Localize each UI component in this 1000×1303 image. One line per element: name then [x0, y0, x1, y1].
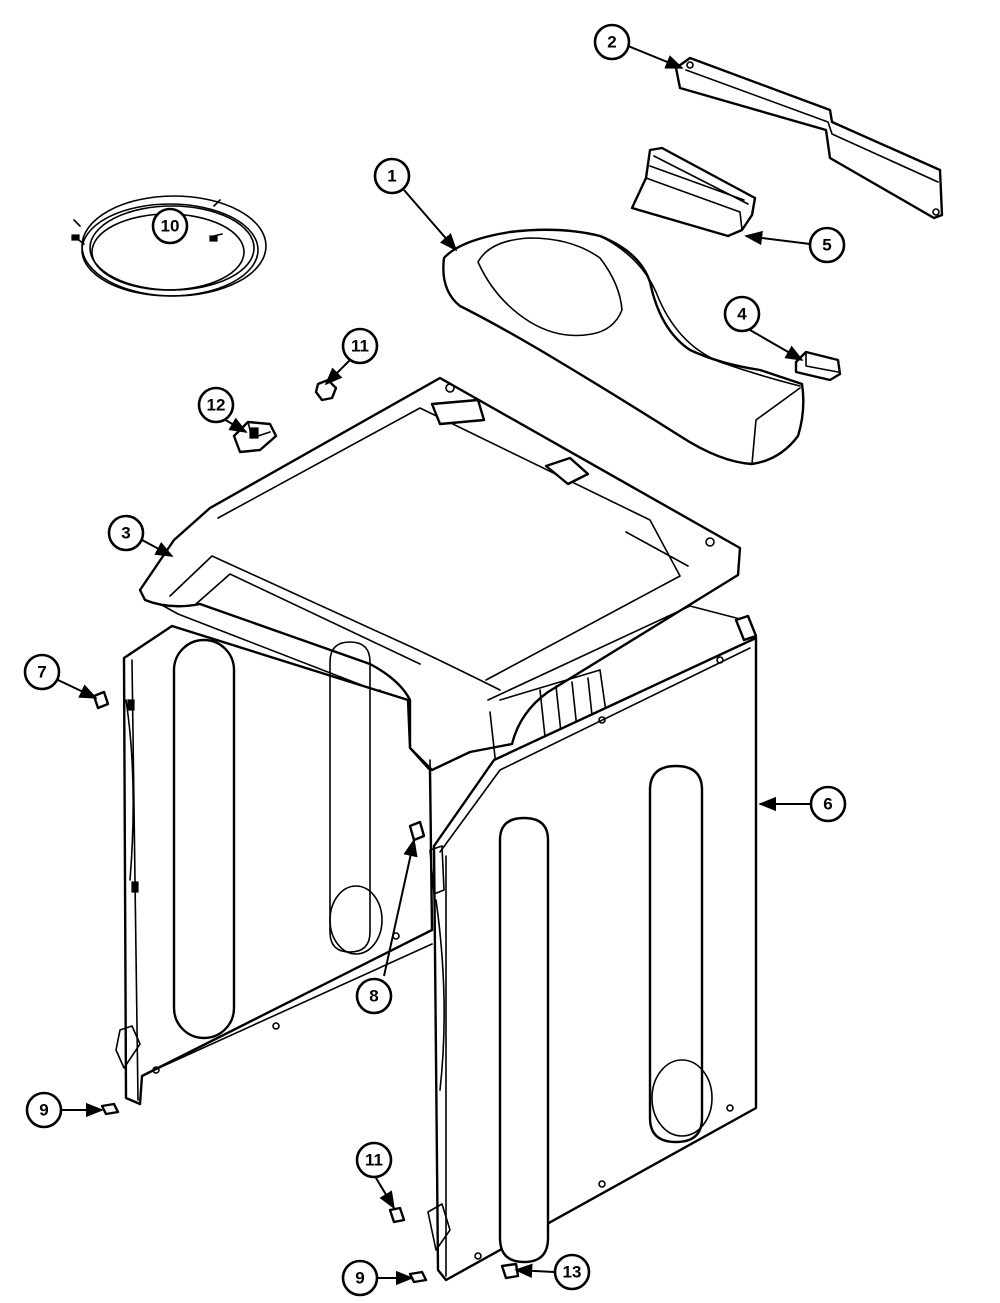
- callout-1-label: 1: [387, 167, 396, 186]
- callout-10-label: 10: [161, 217, 180, 236]
- callout-7-label: 7: [37, 663, 46, 682]
- callout-9a: 9: [25, 1091, 63, 1129]
- callout-11a-label: 11: [351, 337, 369, 356]
- callout-5-label: 5: [822, 236, 831, 255]
- part-clip-8: [408, 820, 426, 842]
- part-lid-switch: [232, 420, 278, 454]
- callout-8: 8: [355, 977, 393, 1015]
- part-screw-9b: [408, 1270, 428, 1284]
- callout-2-label: 2: [607, 33, 616, 52]
- callout-4: 4: [723, 295, 761, 333]
- callout-13: 13: [553, 1253, 591, 1291]
- callout-11a: 11: [341, 327, 379, 365]
- callout-9a-label: 9: [39, 1101, 48, 1120]
- part-clip-11b: [388, 1206, 406, 1224]
- part-bracket-7: [92, 690, 110, 710]
- callout-6: 6: [809, 785, 847, 823]
- callout-10: 10: [151, 207, 189, 245]
- part-right-side-panel: [427, 614, 758, 1282]
- callout-11b-label: 11: [365, 1151, 383, 1170]
- callout-12: 12: [197, 386, 235, 424]
- part-rear-bracket: [674, 56, 944, 220]
- callout-7: 7: [23, 653, 61, 691]
- leader-lines: [57, 45, 812, 1286]
- callout-8-label: 8: [369, 987, 378, 1006]
- callout-13-label: 13: [563, 1263, 582, 1282]
- callout-9b-label: 9: [355, 1269, 364, 1288]
- callout-3-label: 3: [121, 524, 130, 543]
- callout-5: 5: [808, 226, 846, 264]
- callout-12-label: 12: [207, 396, 226, 415]
- part-control-box: [630, 146, 757, 238]
- part-screw-13: [500, 1262, 520, 1280]
- callout-11b: 11: [355, 1141, 393, 1179]
- part-top-cover: [138, 376, 742, 772]
- callout-4-label: 4: [737, 305, 747, 324]
- part-switch: [794, 350, 842, 382]
- part-console: [442, 228, 805, 466]
- callout-3: 3: [107, 514, 145, 552]
- callout-2: 2: [593, 23, 631, 61]
- callout-1: 1: [373, 157, 411, 195]
- callout-9b: 9: [341, 1259, 379, 1297]
- callout-6-label: 6: [823, 795, 832, 814]
- part-left-side-panel: [115, 624, 434, 1106]
- part-screw-9a: [100, 1102, 120, 1116]
